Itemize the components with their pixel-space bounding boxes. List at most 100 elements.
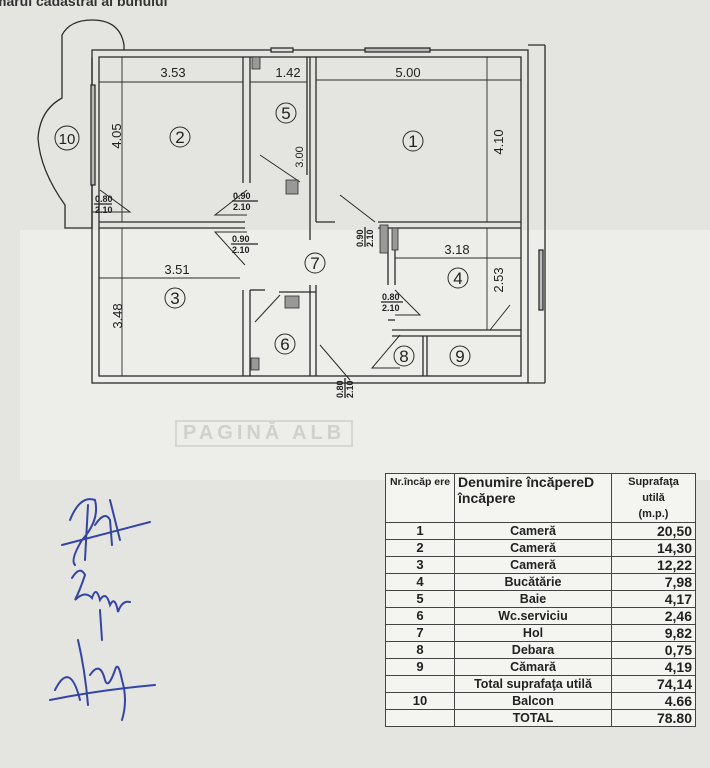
room-area-cell: 74,14 — [611, 675, 696, 693]
room-9-marker: 9 — [449, 345, 471, 367]
svg-text:6: 6 — [280, 335, 289, 354]
room-number-cell — [385, 675, 455, 693]
room-7-marker: 7 — [304, 252, 326, 274]
signature-1 — [61, 498, 151, 566]
room-number-cell: 6 — [385, 607, 455, 625]
svg-text:0.90: 0.90 — [233, 191, 251, 201]
signatures — [49, 498, 156, 721]
svg-text:0.90: 0.90 — [355, 229, 365, 247]
dim-room2-width: 3.53 — [160, 65, 185, 80]
room-number-cell: 5 — [385, 590, 455, 608]
signature-3 — [49, 639, 156, 721]
door-swings — [92, 154, 511, 381]
floor-plan: 1 2 3 4 5 6 7 8 9 10 3.53 1.42 5.00 4.05… — [37, 19, 546, 398]
room-number-cell — [385, 709, 455, 727]
svg-text:5: 5 — [281, 104, 290, 123]
room-10-marker: 10 — [54, 125, 80, 151]
table-header-row: Nr.încăp ere Denumire încăpereD încăpere… — [385, 473, 696, 523]
window — [270, 47, 294, 53]
svg-text:7: 7 — [310, 254, 319, 273]
dimension-lines — [99, 57, 521, 376]
svg-text:2.10: 2.10 — [232, 245, 250, 255]
dim-room3-width: 3.51 — [164, 262, 189, 277]
dim-room1-depth: 4.10 — [491, 129, 506, 154]
room-name-cell: Baie — [454, 590, 612, 608]
room-6-marker: 6 — [274, 333, 296, 355]
dim-room1-width: 5.00 — [395, 65, 420, 80]
room-name-cell: Debara — [454, 641, 612, 659]
room-1-marker: 1 — [402, 130, 424, 152]
room-number-cell: 1 — [385, 522, 455, 540]
svg-text:2: 2 — [175, 128, 184, 147]
room-name-cell: Cameră — [454, 556, 612, 574]
room-area-cell: 7,98 — [611, 573, 696, 591]
room-number-cell: 9 — [385, 658, 455, 676]
room-area-cell: 2,46 — [611, 607, 696, 625]
window — [90, 84, 96, 186]
room-name-cell: Cămară — [454, 658, 612, 676]
room-area-cell: 4,17 — [611, 590, 696, 608]
room-number-cell: 3 — [385, 556, 455, 574]
room-area-cell: 4,19 — [611, 658, 696, 676]
room-area-cell: 14,30 — [611, 539, 696, 557]
svg-text:0.80: 0.80 — [335, 380, 345, 398]
room-number-cell: 2 — [385, 539, 455, 557]
room-areas-table: Nr.încăp ere Denumire încăpereD încăpere… — [385, 473, 696, 727]
window — [538, 249, 544, 311]
door-label: 0.802.10 — [94, 194, 113, 215]
svg-text:1: 1 — [408, 132, 417, 151]
room-name-cell: TOTAL — [454, 709, 612, 727]
room-area-cell: 9,82 — [611, 624, 696, 642]
room-name-cell: Cameră — [454, 539, 612, 557]
svg-text:10: 10 — [59, 131, 76, 148]
svg-text:0.80: 0.80 — [95, 194, 113, 204]
door-label: 0.902.10 — [231, 234, 258, 255]
room-5-marker: 5 — [275, 102, 297, 124]
room-name-cell: Total suprafaţa utilă — [454, 675, 612, 693]
room-number-cell: 4 — [385, 573, 455, 591]
svg-text:2.10: 2.10 — [233, 202, 251, 212]
dim-room4-depth: 2.53 — [491, 267, 506, 292]
room-name-cell: Cameră — [454, 522, 612, 540]
svg-text:0.90: 0.90 — [232, 234, 250, 244]
outer-wall — [91, 49, 529, 384]
room-name-cell: Balcon — [454, 692, 612, 710]
room-name-cell: Hol — [454, 624, 612, 642]
svg-text:2.10: 2.10 — [345, 380, 355, 398]
room-number-cell: 8 — [385, 641, 455, 659]
svg-text:2.10: 2.10 — [382, 303, 400, 313]
room-3-marker: 3 — [164, 287, 186, 309]
svg-text:0.80: 0.80 — [382, 292, 400, 302]
room-area-cell: 0,75 — [611, 641, 696, 659]
dim-room4-width: 3.18 — [444, 242, 469, 257]
window — [364, 47, 431, 53]
svg-text:9: 9 — [455, 347, 464, 366]
room-name-cell: Wc.serviciu — [454, 607, 612, 625]
ventilation-ducts — [250, 56, 399, 371]
interior-walls — [99, 57, 521, 376]
signature-2 — [71, 569, 131, 641]
dim-room2-depth: 4.05 — [109, 123, 124, 148]
door-label: 0.802.10 — [381, 292, 403, 313]
room-number-cell: 7 — [385, 624, 455, 642]
svg-text:4: 4 — [453, 269, 462, 288]
header-name: Denumire încăpereD încăpere — [454, 473, 612, 523]
paper-background — [20, 230, 710, 480]
blank-page-stamp: PAGINĂ ALB — [175, 420, 354, 447]
room-area-cell: 12,22 — [611, 556, 696, 574]
room-number-cell: 10 — [385, 692, 455, 710]
room-area-cell: 4.66 — [611, 692, 696, 710]
room-name-cell: Bucătărie — [454, 573, 612, 591]
